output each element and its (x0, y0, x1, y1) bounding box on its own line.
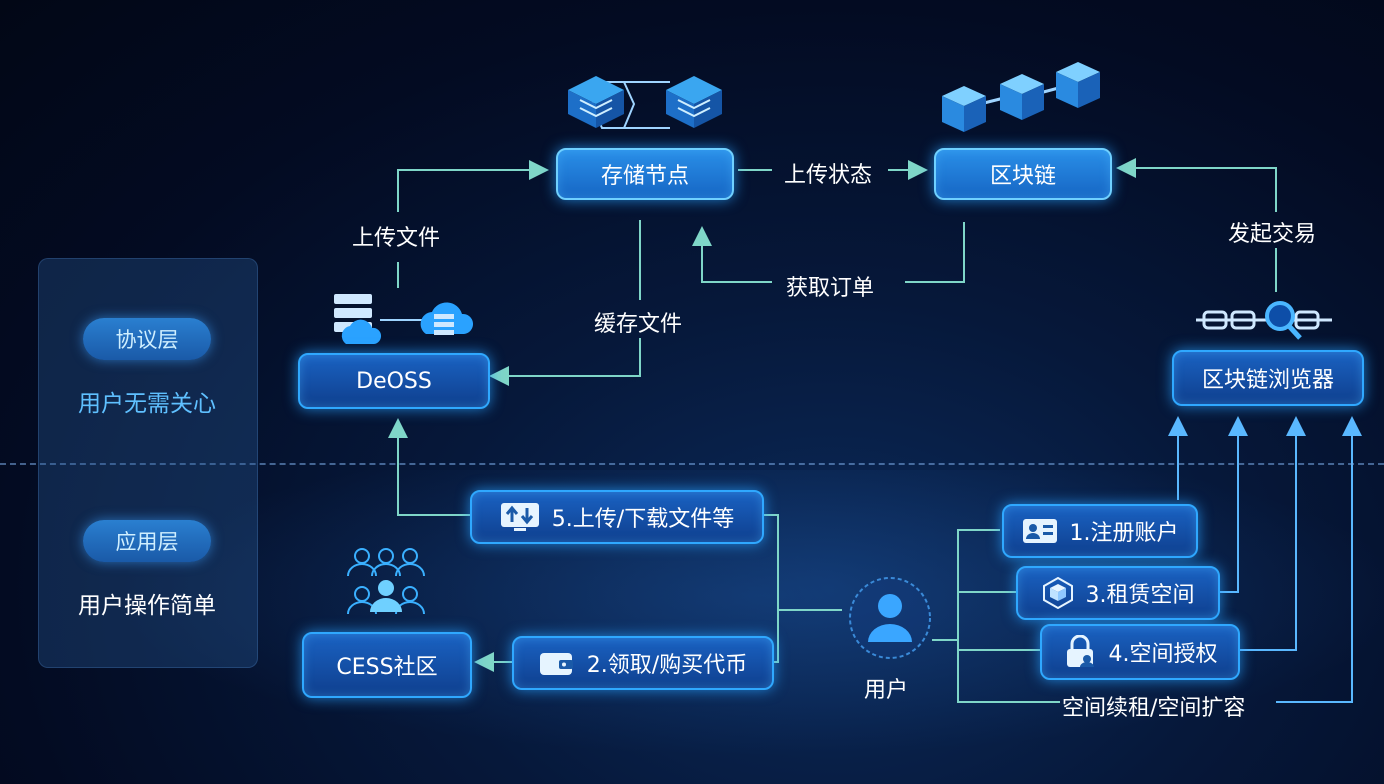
register-account-label: 1.注册账户 (1069, 521, 1179, 546)
application-layer-desc: 用户操作简单 (78, 593, 216, 619)
blockchain-cubes-icon (942, 62, 1100, 132)
protocol-layer-pill: 协议层 (83, 318, 211, 360)
edge-to-deoss (388, 418, 470, 516)
chain-magnifier-icon (1196, 301, 1332, 340)
label-upload-file: 上传文件 (352, 226, 441, 251)
wallet-icon (539, 649, 575, 677)
id-card-icon (1022, 517, 1058, 545)
label-renew-expand: 空间续租/空间扩容 (1062, 696, 1246, 721)
lock-user-icon (1063, 635, 1097, 669)
authorize-space-button[interactable]: 4.空间授权 (1040, 624, 1240, 680)
upload-download-label: 5.上传/下载文件等 (551, 507, 735, 532)
application-layer-pill: 应用层 (83, 520, 211, 562)
edge-get-order (905, 222, 965, 283)
label-initiate-tx: 发起交易 (1228, 222, 1317, 247)
layer-divider (0, 463, 1384, 465)
label-get-order: 获取订单 (786, 276, 875, 301)
cube-hexagon-icon (1042, 577, 1074, 609)
server-cloud-icon (334, 294, 474, 344)
user-label: 用户 (864, 678, 909, 703)
cess-community-box[interactable]: CESS社区 (302, 632, 472, 698)
rent-space-label: 3.租赁空间 (1085, 583, 1195, 608)
label-upload-status: 上传状态 (784, 163, 873, 188)
edge-rent-explorer (1216, 416, 1248, 593)
upload-download-button[interactable]: 5.上传/下载文件等 (470, 490, 764, 544)
blockchain-explorer-box[interactable]: 区块链浏览器 (1172, 350, 1364, 406)
edge-renew-explorer (1276, 416, 1362, 703)
label-cache-file: 缓存文件 (594, 312, 683, 337)
authorize-space-label: 4.空间授权 (1108, 642, 1218, 667)
user-avatar-icon (849, 577, 931, 659)
storage-nodes-icon (568, 76, 722, 129)
community-people-icon (347, 548, 425, 615)
storage-node-box[interactable]: 存储节点 (556, 148, 734, 200)
edge-auth-explorer (1238, 416, 1306, 651)
protocol-layer-desc: 用户无需关心 (78, 391, 216, 417)
rent-space-button[interactable]: 3.租赁空间 (1016, 566, 1220, 620)
deoss-box[interactable]: DeOSS (298, 353, 490, 409)
register-account-button[interactable]: 1.注册账户 (1002, 504, 1198, 558)
get-tokens-button[interactable]: 2.领取/购买代币 (512, 636, 774, 690)
get-tokens-label: 2.领取/购买代币 (586, 653, 748, 678)
blockchain-box[interactable]: 区块链 (934, 148, 1112, 200)
upload-download-icon (500, 502, 540, 532)
